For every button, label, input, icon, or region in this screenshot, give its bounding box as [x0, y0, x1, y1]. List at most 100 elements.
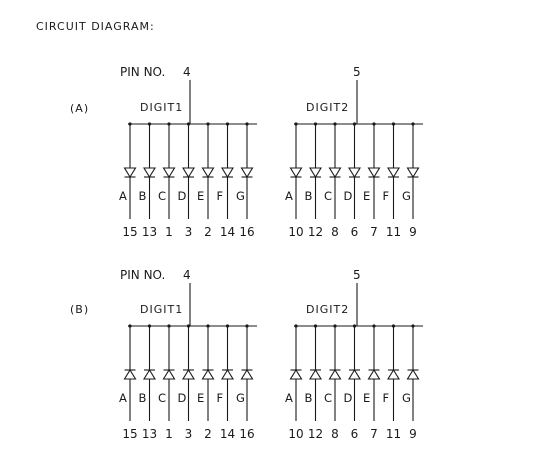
- segment-pin-number: 9: [409, 225, 417, 239]
- segment-label-G: G: [236, 189, 245, 203]
- segment-pin-number: 9: [409, 427, 417, 441]
- led-diode-E: [201, 368, 215, 380]
- segment-label-C: C: [158, 391, 166, 405]
- segment-label-A: A: [119, 391, 127, 405]
- segment-pin-number: 8: [331, 225, 339, 239]
- segment-label-F: F: [217, 189, 224, 203]
- segment-pin-number: 6: [351, 225, 359, 239]
- led-diode-B: [309, 368, 322, 380]
- segment-pin-number: 1: [165, 225, 173, 239]
- led-diode-C: [328, 167, 342, 179]
- led-diode-A: [289, 167, 303, 179]
- led-diode-C: [162, 368, 176, 380]
- segment-label-C: C: [158, 189, 166, 203]
- segment-pin-number: 10: [288, 427, 303, 441]
- led-diode-A: [289, 368, 303, 380]
- segment-label-E: E: [197, 391, 204, 405]
- segment-label-E: E: [197, 189, 204, 203]
- segment-label-C: C: [324, 189, 332, 203]
- segment-label-D: D: [178, 189, 187, 203]
- segment-label-F: F: [383, 391, 390, 405]
- segment-pin-number: 1: [165, 427, 173, 441]
- segment-label-G: G: [402, 391, 411, 405]
- led-diode-D: [182, 368, 195, 380]
- led-diode-C: [328, 368, 342, 380]
- led-diode-G: [406, 167, 420, 179]
- led-diode-G: [406, 368, 420, 380]
- segment-label-D: D: [344, 391, 353, 405]
- segment-label-B: B: [305, 189, 313, 203]
- led-diode-B: [143, 368, 156, 380]
- variant-b-diagram: (B)PIN NO.4DIGIT1A15B13C1D3E2F14G165DIGI…: [70, 268, 423, 441]
- segment-label-B: B: [305, 391, 313, 405]
- segment-pin-number: 6: [351, 427, 359, 441]
- led-diode-D: [348, 368, 361, 380]
- segment-pin-number: 15: [122, 225, 137, 239]
- led-diode-F: [387, 167, 400, 179]
- led-diode-E: [201, 167, 215, 179]
- led-diode-F: [387, 368, 400, 380]
- common-pin-number: 5: [353, 268, 361, 282]
- led-diode-D: [182, 167, 195, 179]
- segment-label-A: A: [285, 391, 293, 405]
- segment-label-E: E: [363, 189, 370, 203]
- led-diode-D: [348, 167, 361, 179]
- segment-pin-number: 2: [204, 225, 212, 239]
- led-diode-E: [367, 167, 381, 179]
- led-diode-F: [221, 167, 234, 179]
- digit-name: DIGIT1: [140, 101, 183, 114]
- segment-label-B: B: [139, 189, 147, 203]
- segment-pin-number: 12: [308, 225, 323, 239]
- led-diode-F: [221, 368, 234, 380]
- led-diode-C: [162, 167, 176, 179]
- diagram-title: CIRCUIT DIAGRAM:: [36, 20, 155, 33]
- segment-pin-number: 15: [122, 427, 137, 441]
- led-diode-A: [123, 167, 137, 179]
- common-pin-number: 4: [183, 65, 191, 79]
- segment-pin-number: 3: [185, 427, 193, 441]
- segment-pin-number: 10: [288, 225, 303, 239]
- segment-label-A: A: [119, 189, 127, 203]
- led-diode-E: [367, 368, 381, 380]
- segment-label-G: G: [402, 189, 411, 203]
- led-diode-A: [123, 368, 137, 380]
- pin-number-label: PIN NO.: [120, 268, 165, 282]
- segment-label-D: D: [178, 391, 187, 405]
- common-pin-number: 4: [183, 268, 191, 282]
- segment-pin-number: 11: [386, 225, 401, 239]
- segment-pin-number: 2: [204, 427, 212, 441]
- common-pin-number: 5: [353, 65, 361, 79]
- segment-label-F: F: [217, 391, 224, 405]
- led-diode-B: [143, 167, 156, 179]
- segment-pin-number: 13: [142, 225, 157, 239]
- variant-label: (A): [70, 102, 89, 115]
- segment-label-G: G: [236, 391, 245, 405]
- segment-pin-number: 7: [370, 225, 378, 239]
- segment-label-E: E: [363, 391, 370, 405]
- segment-pin-number: 16: [239, 427, 254, 441]
- segment-label-C: C: [324, 391, 332, 405]
- digit-name: DIGIT2: [306, 101, 349, 114]
- segment-pin-number: 12: [308, 427, 323, 441]
- segment-pin-number: 11: [386, 427, 401, 441]
- led-diode-B: [309, 167, 322, 179]
- segment-pin-number: 14: [220, 427, 235, 441]
- led-diode-G: [240, 368, 254, 380]
- segment-pin-number: 8: [331, 427, 339, 441]
- segment-pin-number: 16: [239, 225, 254, 239]
- segment-pin-number: 7: [370, 427, 378, 441]
- segment-pin-number: 3: [185, 225, 193, 239]
- variant-label: (B): [70, 303, 89, 316]
- led-diode-G: [240, 167, 254, 179]
- segment-pin-number: 14: [220, 225, 235, 239]
- segment-label-F: F: [383, 189, 390, 203]
- pin-number-label: PIN NO.: [120, 65, 165, 79]
- segment-label-A: A: [285, 189, 293, 203]
- segment-label-D: D: [344, 189, 353, 203]
- segment-pin-number: 13: [142, 427, 157, 441]
